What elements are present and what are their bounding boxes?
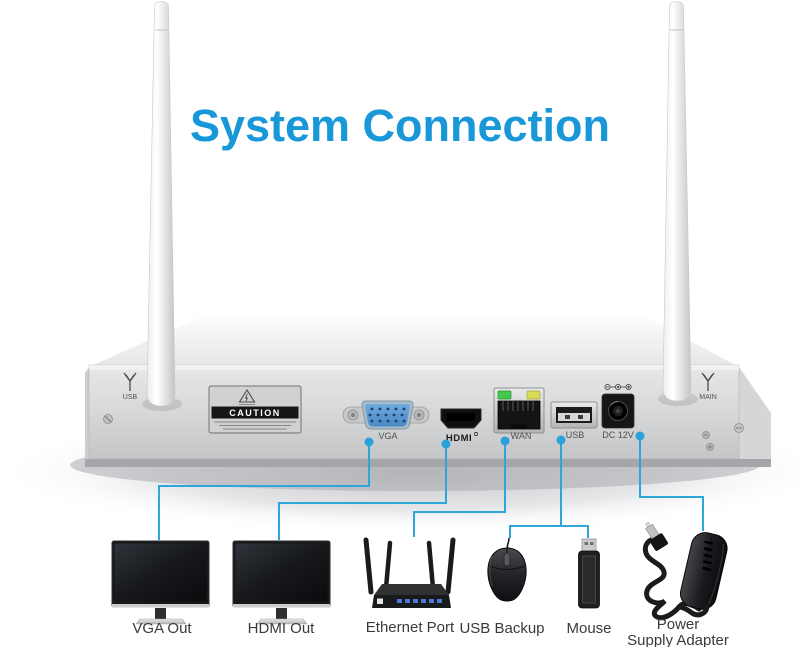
connector-lines	[158, 436, 704, 540]
page-title: System Connection	[189, 100, 611, 151]
router-leds	[397, 599, 442, 603]
hdmi-out-label: HDMI Out	[248, 620, 316, 637]
dc-connector-line	[639, 436, 704, 531]
left-antenna	[146, 1, 176, 407]
caution-label: CAUTION	[229, 408, 281, 418]
nvr-top-surface	[89, 314, 739, 367]
vga-connector-line	[158, 442, 370, 540]
wan-led-green	[497, 390, 512, 400]
caution-fine-print	[214, 421, 296, 430]
router-antennas	[363, 537, 456, 595]
wan-led-yellow	[526, 390, 541, 400]
adapter-cable-out	[676, 604, 710, 618]
hdmi-dot	[441, 439, 451, 449]
dc-polarity-icon	[604, 383, 632, 391]
wan-port-label: WAN	[511, 431, 532, 441]
vga-port-label: VGA	[378, 431, 397, 441]
mouse-label: Mouse	[566, 620, 611, 637]
connector-dots	[364, 431, 645, 449]
mouse-cable	[506, 537, 510, 550]
adapter-plug	[645, 521, 668, 551]
router-icon	[363, 537, 456, 608]
supply-adapter-label: Supply Adapter	[627, 632, 729, 647]
lightning-bolt-icon	[244, 393, 249, 402]
wan-connector-line	[413, 441, 506, 537]
usb-connector-line	[509, 440, 589, 538]
hdmi-port	[440, 408, 482, 429]
nvr-recorder: USB MAIN CAUTION	[85, 314, 771, 467]
vga-monitor-icon	[111, 540, 210, 625]
caution-sticker: CAUTION	[208, 385, 302, 434]
nvr-base-strip	[85, 459, 771, 467]
left-antenna-icon	[123, 372, 137, 391]
mouse-icon	[487, 537, 527, 602]
nvr-panel-bevel	[89, 365, 739, 370]
vga-pins	[368, 407, 406, 423]
wan-port	[493, 387, 545, 434]
nvr-left-side	[85, 367, 89, 459]
caution-bar	[211, 406, 299, 419]
hdmi-port-label: HDMI	[446, 433, 472, 444]
nvr-right-side	[739, 367, 771, 459]
hdmi-registered-mark-icon	[474, 432, 478, 436]
adapter-vents	[702, 540, 714, 571]
dc-port-label: DC 12V	[602, 430, 634, 440]
usb-flash-drive-icon	[578, 538, 600, 609]
dc-dot	[635, 431, 645, 441]
right-antenna-icon	[701, 372, 715, 391]
power-label: Power	[657, 616, 700, 633]
usb-dot	[556, 435, 566, 445]
rj45-pins	[502, 401, 534, 411]
mouse-scroll-wheel	[503, 552, 511, 567]
usb-port-label: USB	[566, 430, 585, 440]
right-antenna	[662, 1, 692, 402]
panel-screws	[103, 414, 744, 451]
adapter-body	[679, 532, 728, 610]
vga-out-label: VGA Out	[132, 620, 192, 637]
right-antenna-label: MAIN	[699, 394, 717, 401]
vga-dot	[364, 437, 374, 447]
vga-port	[342, 400, 430, 430]
warning-triangle-icon	[238, 388, 256, 403]
dc-power-jack	[601, 383, 635, 429]
hdmi-monitor-icon	[232, 540, 331, 625]
usb-port	[550, 401, 598, 429]
usb-backup-label: USB Backup	[459, 620, 544, 637]
ethernet-port-label: Ethernet Port	[366, 619, 455, 636]
wan-dot	[500, 436, 510, 446]
left-antenna-label: USB	[123, 394, 138, 401]
power-adapter-icon	[642, 521, 728, 621]
router-port	[377, 598, 383, 604]
hdmi-connector-line	[278, 444, 447, 540]
